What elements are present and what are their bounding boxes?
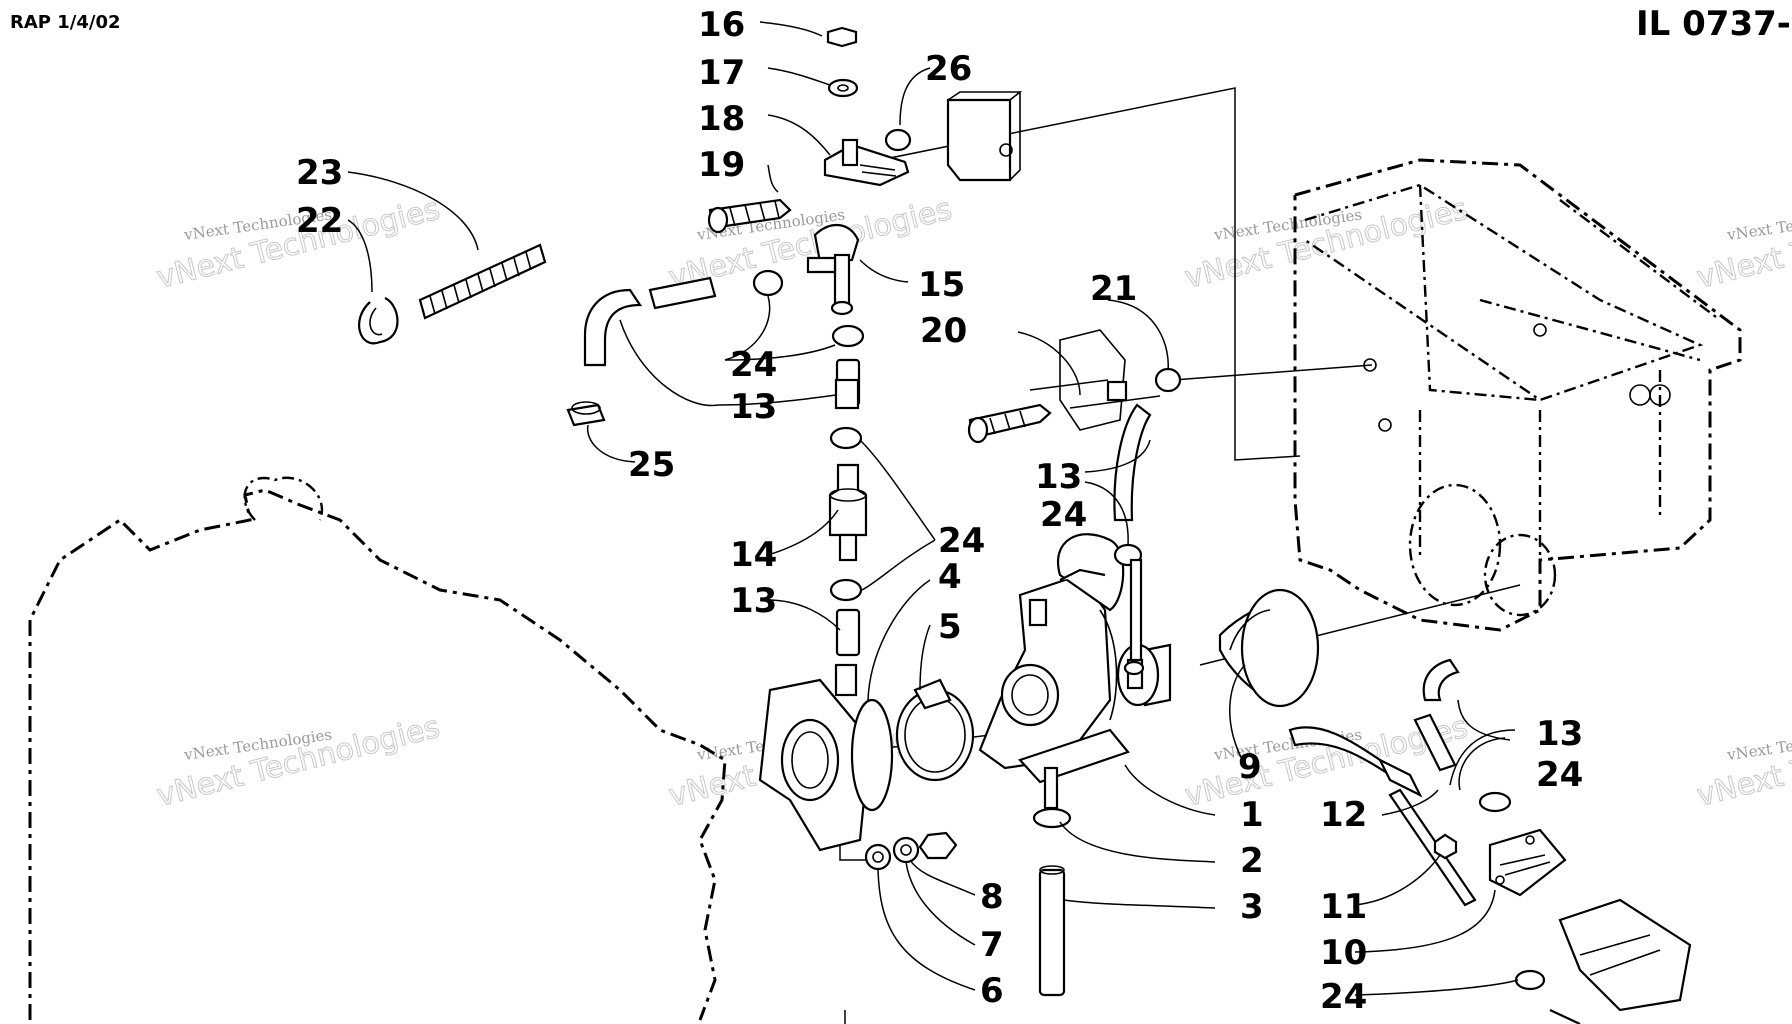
callout-8: 8 [980,877,1004,917]
callout-13-upper-right: 13 [1035,457,1082,497]
spacer-21 [1154,367,1182,393]
svg-text:vNext Technologies: vNext Technologies [1693,192,1792,296]
callout-13-mid: 13 [730,581,777,621]
callout-7: 7 [980,925,1004,965]
callout-13-upper-left: 13 [730,387,777,427]
nut-16 [826,26,858,48]
watermark-4: vNext Technologies vNext Technologies [1693,191,1792,296]
carburetor-1 [978,533,1172,810]
callout-23: 23 [296,153,343,193]
nut-11 [1433,833,1458,860]
callout-3: 3 [1240,887,1264,927]
cable-bracket [946,98,1012,182]
washer-7 [892,836,920,864]
washers-6-7-8 [864,831,958,871]
callout-18: 18 [698,99,745,139]
clamp-24-top [752,269,784,297]
mounting-flange-4 [758,678,894,852]
callout-1: 1 [1240,795,1264,835]
revision-reference: RAP 1/4/02 [10,12,121,33]
leader-lines [347,21,1519,996]
svg-text:vNext Technologies: vNext Technologies [1181,192,1471,296]
callout-24-upper-left: 24 [730,345,777,385]
choke-lever-assembly [707,26,1023,316]
callout-15: 15 [918,265,965,305]
clip-2 [1032,807,1072,829]
hose-13-right [1113,403,1152,676]
mount-bracket-20-21 [967,329,1182,444]
callout-17: 17 [698,53,745,93]
callout-4: 4 [938,557,962,597]
clamp-25 [566,403,606,427]
spring-23 [418,243,547,320]
callout-22: 22 [296,201,343,241]
fuel-filter-14 [828,463,868,537]
svg-text:vNext Technologies: vNext Technologies [1725,205,1792,244]
callout-20: 20 [920,311,967,351]
fuel-pump-10 [1488,828,1567,897]
callout-24-right: 24 [1536,755,1583,795]
clamp-24-right [1478,791,1512,813]
callout-13-right: 13 [1536,714,1583,754]
callout-12: 12 [1320,795,1367,835]
lever-18 [823,143,910,187]
callout-24-bottom: 24 [1320,977,1367,1017]
callout-10: 10 [1320,933,1367,973]
callout-2: 2 [1240,841,1264,881]
illustration-id: IL 0737-480 [1636,4,1792,44]
fitting-15 [813,224,860,264]
washer-17 [827,78,859,98]
nut-8 [918,831,958,860]
callout-labels: 16 17 18 19 26 23 22 15 21 20 24 13 25 1… [296,5,1583,1017]
callout-26: 26 [925,49,972,89]
pump-hoses [1288,658,1692,1024]
callout-21: 21 [1090,269,1137,309]
callout-11: 11 [1320,887,1367,927]
callout-25: 25 [628,445,675,485]
engine-outline [28,476,727,1021]
watermark-5: vNext Technologies vNext Technologies [153,709,444,814]
clamp-5 [895,678,975,782]
jet-parts-2-3 [1032,807,1072,997]
callout-24-upper-right: 24 [1040,495,1087,535]
callout-5: 5 [938,607,962,647]
spacer-26 [884,128,912,152]
fuel-line-stack [828,324,868,697]
washer-6 [864,843,892,871]
callout-19: 19 [698,145,745,185]
intake-boot-9 [1218,588,1320,708]
clip-22 [358,297,399,345]
callout-9: 9 [1238,747,1262,787]
tube-3 [1038,868,1066,997]
callout-16: 16 [698,5,745,45]
watermark-8: vNext Technologies vNext Technologies [1693,709,1792,814]
fuel-hose-13-left [566,269,784,427]
callout-24-mid: 24 [938,521,985,561]
clamp-24-bottom [1514,969,1546,991]
callout-14: 14 [730,535,777,575]
callout-6: 6 [980,971,1004,1011]
watermark-3: vNext Technologies vNext Technologies [1181,191,1472,296]
airbox-outline [1293,158,1742,632]
